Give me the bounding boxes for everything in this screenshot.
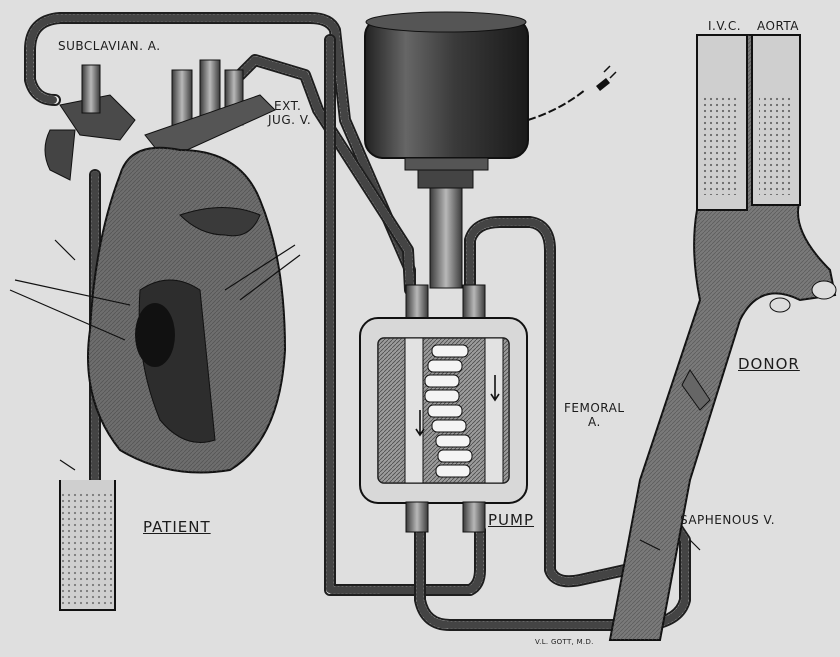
patient-vein bbox=[60, 480, 115, 610]
artist-signature: V.L. GOTT, M.D. bbox=[535, 636, 594, 649]
label-ext-jug-vein-line2: JUG. V. bbox=[268, 114, 311, 127]
label-subclavian-artery: SUBCLAVIAN. A. bbox=[58, 40, 161, 53]
label-pump: PUMP bbox=[488, 514, 534, 527]
label-ext-jug-vein-line1: EXT. bbox=[274, 100, 301, 113]
donor-vessels bbox=[610, 35, 836, 640]
label-patient: PATIENT bbox=[143, 521, 211, 534]
label-donor: DONOR bbox=[738, 358, 800, 371]
label-femoral-line2: A. bbox=[588, 416, 601, 429]
label-femoral-line1: FEMORAL bbox=[564, 402, 625, 415]
label-aorta: AORTA bbox=[757, 20, 799, 33]
pump-housing bbox=[360, 285, 527, 532]
label-saphenous-vein: SAPHENOUS V. bbox=[680, 514, 775, 527]
patient-heart bbox=[45, 60, 285, 473]
label-ivc: I.V.C. bbox=[708, 20, 741, 33]
